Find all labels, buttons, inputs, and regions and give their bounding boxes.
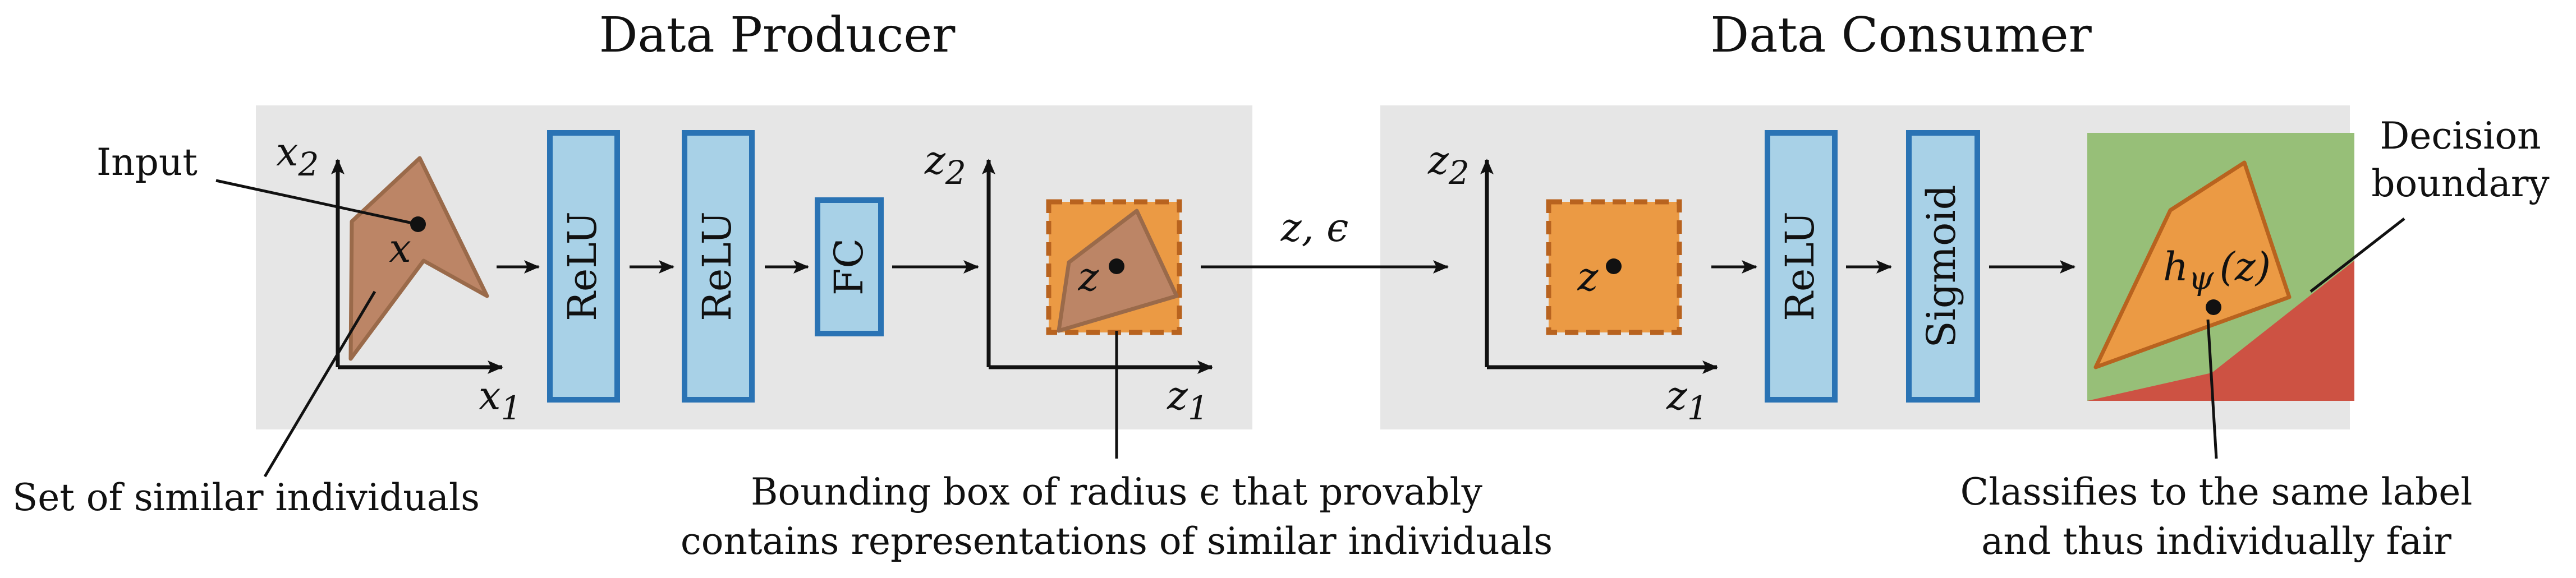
producer-title: Data Producer <box>599 7 956 63</box>
latent-point-producer <box>1109 258 1124 274</box>
latent-point-label-consumer: z <box>1577 254 1599 300</box>
latent-space-axes-consumer <box>1480 159 1718 374</box>
transfer-label: z, ϵ <box>1280 205 1349 251</box>
axis-label-x1: x1 <box>479 373 521 427</box>
decision-boundary-leader-line <box>2309 218 2405 293</box>
svg-text:Sigmoid: Sigmoid <box>1918 185 1964 348</box>
latent-point-consumer <box>1606 258 1622 274</box>
svg-text:ReLU: ReLU <box>559 211 605 321</box>
svg-text:ReLU: ReLU <box>1777 211 1823 321</box>
input-point <box>410 216 426 232</box>
similar-individuals-leader-line <box>263 290 376 478</box>
decision-boundary-annotation-line2: boundary <box>2371 162 2550 205</box>
sigmoid-block: Sigmoid <box>1906 130 1980 403</box>
input-annotation: Input <box>97 141 198 184</box>
axis-label-z1-producer: z1 <box>1167 373 1209 427</box>
classifies-annotation-line2: and thus individually fair <box>1981 520 2451 563</box>
relu-block-1: ReLU <box>547 130 620 403</box>
svg-text:FC: FC <box>826 238 872 295</box>
latent-point-label-producer: z <box>1078 254 1100 300</box>
svg-text:ReLU: ReLU <box>694 211 740 321</box>
latent-space-axes-producer <box>982 159 1213 374</box>
input-space-axes <box>331 159 503 374</box>
negative-class-region <box>2087 261 2354 401</box>
similar-individuals-region <box>348 156 489 361</box>
axis-label-z1-consumer: z1 <box>1666 373 1708 427</box>
axis-label-z2-consumer: z2 <box>1427 137 1470 192</box>
relu-block-3: ReLU <box>1765 130 1838 403</box>
consumer-title: Data Consumer <box>1710 7 2092 63</box>
decision-boundary-annotation-line1: Decision <box>2380 114 2541 158</box>
input-leader-line <box>215 179 413 225</box>
axis-label-z2-producer: z2 <box>924 137 966 192</box>
classifies-leader-line <box>2206 319 2218 459</box>
classifier-point <box>2206 299 2221 315</box>
input-point-label: x <box>389 225 411 271</box>
bounding-box-annotation-line1: Bounding box of radius ϵ that provably <box>751 470 1483 514</box>
latent-box-projection <box>2093 160 2292 369</box>
relu-block-2: ReLU <box>682 130 755 403</box>
bounding-box-annotation-line2: contains representations of similar indi… <box>681 520 1553 563</box>
similar-individuals-annotation: Set of similar individuals <box>12 476 480 519</box>
axis-label-x2: x2 <box>276 129 319 183</box>
classifies-annotation-line1: Classifies to the same label <box>1960 470 2473 514</box>
classifier-label: hψ(z) <box>2163 244 2271 297</box>
fc-block: FC <box>815 197 884 336</box>
